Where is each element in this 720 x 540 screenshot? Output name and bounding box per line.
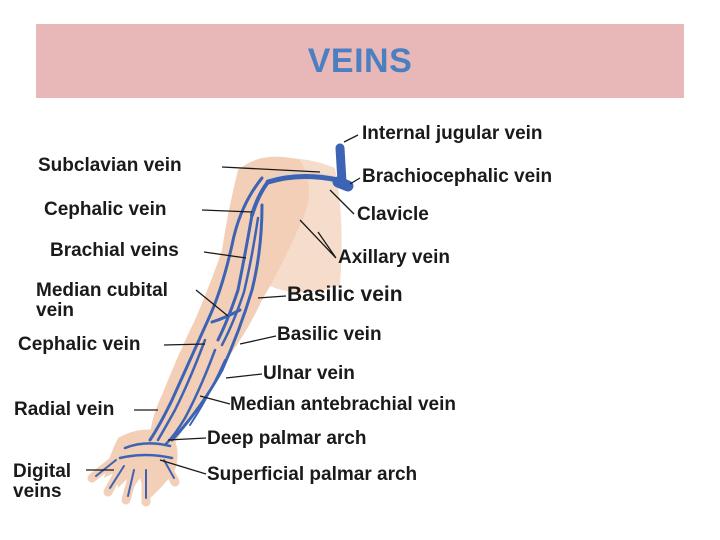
hand-silhouette xyxy=(104,429,178,500)
label-digital-veins: Digital veins xyxy=(13,461,72,502)
label-basilic-vein-lower: Basilic vein xyxy=(277,324,382,345)
title-banner: VEINS xyxy=(36,24,684,98)
label-cephalic-vein-lower: Cephalic vein xyxy=(18,334,141,355)
leader-lines xyxy=(86,134,361,475)
label-radial-vein: Radial vein xyxy=(14,399,115,420)
page-title: VEINS xyxy=(307,41,413,80)
label-median-antebrachial-vein: Median antebrachial vein xyxy=(230,394,456,415)
label-superficial-palmar-arch: Superficial palmar arch xyxy=(207,464,418,485)
veins xyxy=(95,143,354,499)
label-basilic-vein-upper: Basilic vein xyxy=(287,283,403,306)
label-median-cubital-vein: Median cubital vein xyxy=(36,280,168,321)
label-brachial-veins: Brachial veins xyxy=(50,240,179,261)
label-deep-palmar-arch: Deep palmar arch xyxy=(207,428,367,449)
label-clavicle: Clavicle xyxy=(357,204,429,225)
label-ulnar-vein: Ulnar vein xyxy=(263,363,355,384)
label-brachiocephalic-vein: Brachiocephalic vein xyxy=(362,166,553,187)
label-cephalic-vein-upper: Cephalic vein xyxy=(44,199,167,220)
label-axillary-vein: Axillary vein xyxy=(338,247,450,268)
label-internal-jugular-vein: Internal jugular vein xyxy=(362,123,543,144)
label-subclavian-vein: Subclavian vein xyxy=(38,155,182,176)
